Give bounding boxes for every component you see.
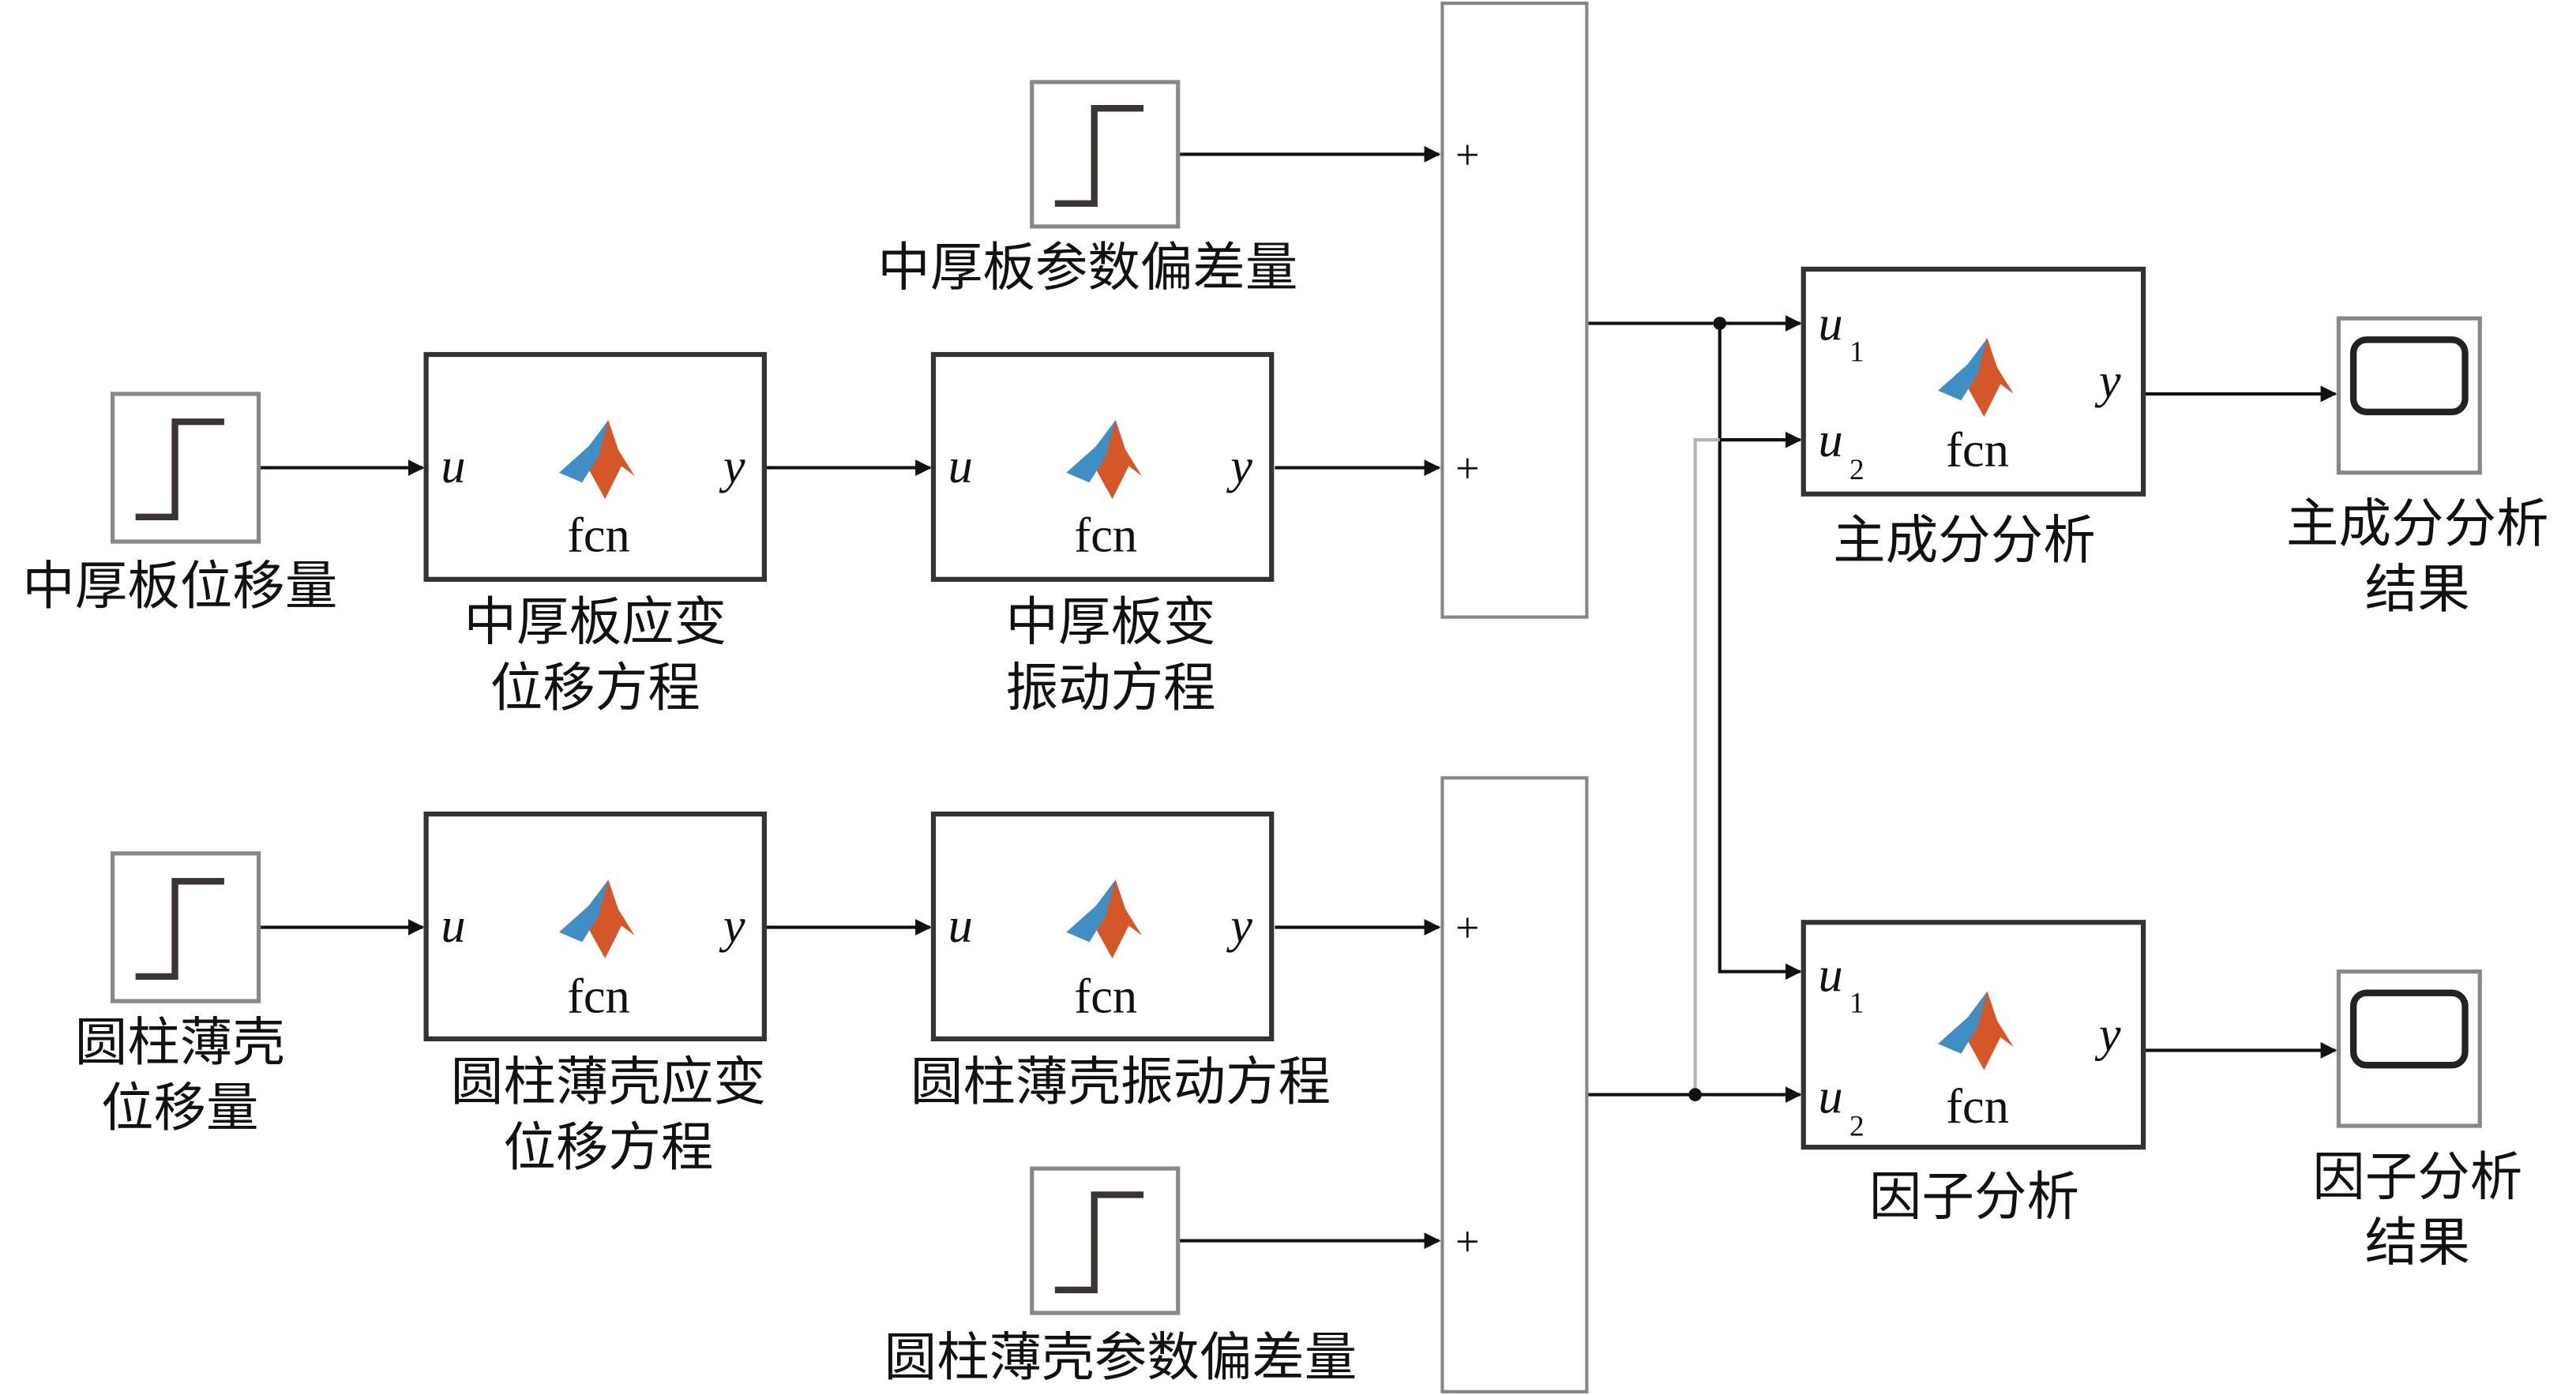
block-label: 位移方程 <box>490 657 700 718</box>
block-label: 因子分析 <box>1869 1165 2079 1227</box>
fcn-name: fcn <box>1946 1079 2009 1134</box>
source-label: 中厚板参数偏差量 <box>877 237 1297 298</box>
sign-label: + <box>1455 444 1479 492</box>
fcn-name: fcn <box>1946 422 2009 477</box>
source-label: 圆柱薄壳 <box>75 1011 285 1073</box>
scope-pca-result[interactable]: 主成分分析 结果 <box>2286 316 2549 620</box>
port-subscript: 1 <box>1849 988 1864 1020</box>
junction-dot <box>1713 317 1727 330</box>
port-subscript: 2 <box>1849 454 1864 486</box>
fcn-block-cylinder-shell-vibration[interactable]: u y fcn 圆柱薄壳振动方程 <box>911 811 1331 1112</box>
scope-label: 主成分分析 <box>2286 493 2549 554</box>
sign-label: + <box>1455 131 1479 178</box>
source-label: 位移量 <box>101 1077 259 1138</box>
port-label: y <box>1226 898 1252 953</box>
port-label: y <box>2094 1007 2121 1061</box>
fcn-name: fcn <box>567 969 630 1024</box>
scope-label: 结果 <box>2365 558 2470 620</box>
source-thick-plate-displacement[interactable]: 中厚板位移量 <box>22 392 337 617</box>
fcn-block-thick-plate-strain[interactable]: u y fcn 中厚板应变 位移方程 <box>423 351 767 718</box>
scope-icon <box>2353 993 2465 1065</box>
block-label: 中厚板变 <box>1005 591 1215 653</box>
block-label: 圆柱薄壳振动方程 <box>911 1051 1331 1112</box>
scope-icon <box>2353 339 2465 411</box>
port-label: u <box>1818 296 1842 351</box>
port-subscript: 1 <box>1849 336 1864 368</box>
port-label: u <box>441 898 465 953</box>
wires <box>258 146 2338 1249</box>
port-label: u <box>1818 413 1842 467</box>
sum-block-bottom[interactable]: + + <box>1440 776 1589 1393</box>
sign-label: + <box>1455 1217 1479 1265</box>
port-label: y <box>2094 354 2121 408</box>
port-label: u <box>1818 1069 1842 1123</box>
sign-label: + <box>1455 904 1479 951</box>
fcn-block-cylinder-shell-strain[interactable]: u y fcn 圆柱薄壳应变 位移方程 <box>423 811 767 1178</box>
source-label: 中厚板位移量 <box>22 555 337 617</box>
fcn-name: fcn <box>1074 969 1137 1024</box>
port-label: y <box>719 898 745 953</box>
fcn-block-factor-analysis[interactable]: u 1 u 2 y fcn 因子分析 <box>1801 920 2146 1227</box>
fcn-name: fcn <box>567 508 630 562</box>
fcn-block-pca[interactable]: u 1 u 2 y fcn 主成分分析 <box>1801 266 2146 571</box>
port-subscript: 2 <box>1849 1111 1864 1143</box>
scope-label: 因子分析 <box>2312 1146 2522 1207</box>
block-label: 中厚板应变 <box>464 591 727 653</box>
port-label: u <box>441 439 465 493</box>
port-label: y <box>1226 439 1252 493</box>
scope-factor-result[interactable]: 因子分析 结果 <box>2312 969 2522 1273</box>
source-label: 圆柱薄壳参数偏差量 <box>884 1326 1357 1388</box>
port-label: y <box>719 439 745 493</box>
fcn-name: fcn <box>1074 508 1137 562</box>
wire-sum-top-to-factor-u1[interactable] <box>1718 323 1802 981</box>
source-cylinder-shell-displacement[interactable]: 圆柱薄壳 位移量 <box>75 851 285 1138</box>
port-label: u <box>1818 948 1842 1003</box>
block-label: 主成分分析 <box>1833 509 2096 571</box>
wire-sum-bottom-branch <box>1693 438 1720 1095</box>
block-label: 位移方程 <box>503 1116 713 1178</box>
junction-dot <box>1688 1088 1702 1101</box>
port-label: u <box>948 898 973 953</box>
source-cylinder-shell-param-deviation[interactable]: 圆柱薄壳参数偏差量 <box>884 1166 1357 1388</box>
sum-block-top[interactable]: + + <box>1440 2 1589 619</box>
fcn-block-thick-plate-vibration[interactable]: u y fcn 中厚板变 振动方程 <box>930 351 1275 718</box>
scope-label: 结果 <box>2365 1212 2470 1273</box>
source-thick-plate-param-deviation[interactable]: 中厚板参数偏差量 <box>877 80 1297 298</box>
port-label: u <box>948 439 973 493</box>
block-label: 圆柱薄壳应变 <box>451 1051 766 1112</box>
block-label: 振动方程 <box>1005 657 1215 718</box>
